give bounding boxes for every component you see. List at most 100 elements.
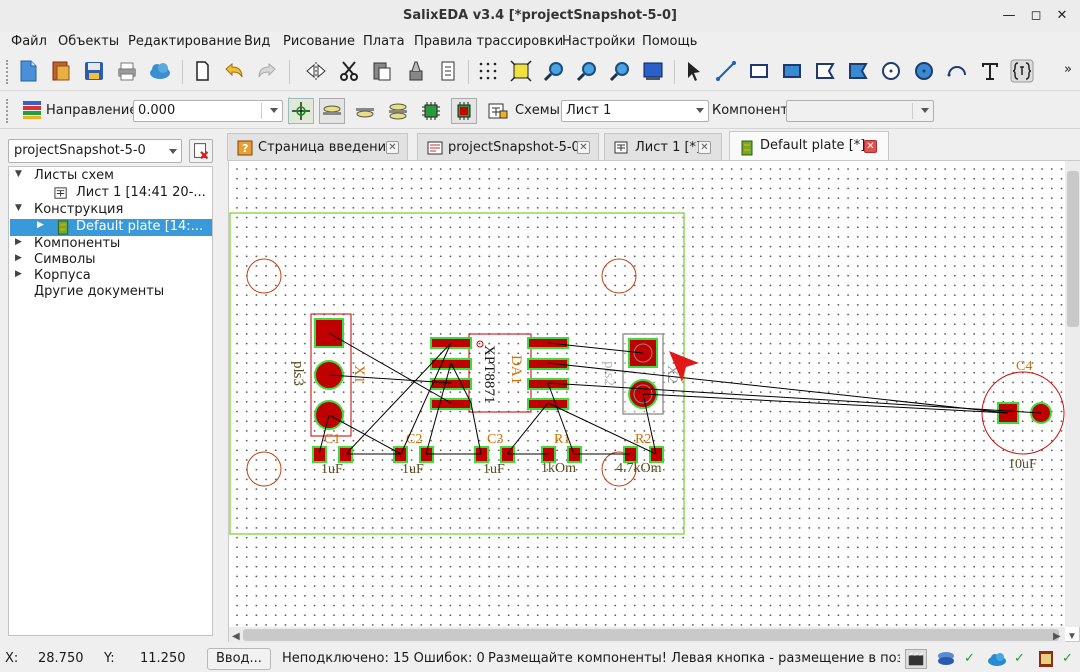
component-combobox[interactable] bbox=[786, 100, 934, 122]
video-icon[interactable] bbox=[905, 649, 927, 669]
tree-item-default-plate[interactable]: ▶ Default plate [14:... bbox=[10, 219, 212, 236]
toolbar-overflow-icon[interactable]: » bbox=[1064, 62, 1072, 77]
tree-item-symbols[interactable]: ▶ Символы bbox=[10, 252, 212, 269]
grid-icon[interactable] bbox=[476, 59, 500, 83]
tree-item-sheet-1[interactable]: Лист 1 [14:41 20-... bbox=[10, 185, 212, 202]
component-c3[interactable]: C3 1uF bbox=[474, 432, 515, 477]
text-file-icon[interactable] bbox=[436, 59, 460, 83]
tree-item-construction[interactable]: ▼ Конструкция bbox=[10, 202, 212, 219]
tree-item-other-documents[interactable]: Другие документы bbox=[10, 284, 212, 301]
tab-project[interactable]: projectSnapshot-5-0 ✕ bbox=[417, 133, 599, 161]
component-r1[interactable]: R1 1kOm bbox=[541, 432, 582, 476]
input-button[interactable]: Ввод... bbox=[207, 648, 271, 670]
both-sides-icon[interactable] bbox=[386, 99, 410, 123]
layers-view-icon[interactable] bbox=[934, 649, 958, 669]
cross-cursor-icon[interactable] bbox=[288, 98, 314, 124]
cloud-icon[interactable] bbox=[148, 59, 172, 83]
tree-item-components[interactable]: ▶ Компоненты bbox=[10, 236, 212, 253]
schematic-link-icon[interactable] bbox=[486, 99, 510, 123]
tree-expand-icon[interactable]: ▼ bbox=[15, 203, 22, 213]
tree-expand-icon[interactable]: ▶ bbox=[37, 220, 44, 230]
layers-icon[interactable] bbox=[20, 98, 44, 122]
menu-settings[interactable]: Настройки bbox=[562, 34, 636, 49]
arc-tool-icon[interactable] bbox=[945, 59, 969, 83]
schemes-combobox[interactable]: Лист 1 bbox=[561, 100, 709, 122]
close-icon[interactable]: ✕ bbox=[698, 141, 711, 154]
panel-splitter[interactable] bbox=[223, 140, 226, 640]
menu-draw[interactable]: Рисование bbox=[283, 34, 355, 49]
close-project-icon[interactable] bbox=[189, 139, 213, 163]
toolbar-grip[interactable] bbox=[6, 60, 10, 84]
close-icon[interactable]: ✕ bbox=[386, 141, 399, 154]
horizontal-scrollbar-thumb[interactable] bbox=[243, 629, 1059, 641]
text-tool-icon[interactable] bbox=[978, 59, 1002, 83]
tree-expand-icon[interactable]: ▶ bbox=[15, 269, 22, 279]
mirror-icon[interactable] bbox=[304, 59, 328, 83]
menu-routing-rules[interactable]: Правила трассировки bbox=[414, 34, 564, 49]
tree-item-packages[interactable]: ▶ Корпуса bbox=[10, 268, 212, 285]
scroll-down-icon[interactable]: ▼ bbox=[1067, 631, 1077, 642]
zoom-fit-icon[interactable] bbox=[509, 59, 533, 83]
menu-help[interactable]: Помощь bbox=[642, 34, 698, 49]
circle-tool-icon[interactable] bbox=[879, 59, 903, 83]
menu-file[interactable]: Файл bbox=[11, 34, 47, 49]
chevron-down-icon[interactable] bbox=[169, 149, 177, 154]
filled-circle-tool-icon[interactable] bbox=[912, 59, 936, 83]
zoom-out-icon[interactable] bbox=[575, 59, 599, 83]
zoom-in-icon[interactable] bbox=[542, 59, 566, 83]
board-editor-canvas[interactable]: X1 pls3 XPT8871 DA1 X bbox=[228, 160, 1080, 643]
paste-icon[interactable] bbox=[370, 59, 394, 83]
redo-icon[interactable] bbox=[255, 59, 279, 83]
chevron-down-icon[interactable] bbox=[921, 108, 929, 113]
save-icon[interactable] bbox=[82, 59, 106, 83]
tree-expand-icon[interactable]: ▼ bbox=[15, 169, 22, 179]
tree-expand-icon[interactable]: ▶ bbox=[15, 237, 22, 247]
menu-objects[interactable]: Объекты bbox=[58, 34, 120, 49]
top-side-icon[interactable] bbox=[319, 98, 345, 124]
chip-filled-icon[interactable] bbox=[451, 98, 477, 124]
zoom-window-icon[interactable] bbox=[608, 59, 632, 83]
scroll-right-icon[interactable]: ▶ bbox=[1053, 631, 1061, 642]
polygon-tool-icon[interactable] bbox=[813, 59, 837, 83]
filled-polygon-tool-icon[interactable] bbox=[846, 59, 870, 83]
undo-icon[interactable] bbox=[222, 59, 246, 83]
project-combobox[interactable]: projectSnapshot-5-0 bbox=[8, 139, 182, 163]
page-icon[interactable] bbox=[190, 59, 214, 83]
tree-item-schematic-sheets[interactable]: ▼ Листы схем bbox=[10, 168, 212, 185]
field-tool-icon[interactable] bbox=[1010, 59, 1034, 83]
chip-outline-icon[interactable] bbox=[419, 99, 443, 123]
filled-rect-tool-icon[interactable] bbox=[780, 59, 804, 83]
notes-icon[interactable] bbox=[1036, 649, 1056, 669]
board-view-icon[interactable] bbox=[641, 59, 665, 83]
open-file-icon[interactable] bbox=[49, 59, 73, 83]
tab-intro-page[interactable]: ? Страница введения ✕ bbox=[227, 133, 408, 161]
bottom-side-icon[interactable] bbox=[353, 99, 377, 123]
minimize-icon[interactable]: — bbox=[1002, 8, 1016, 23]
chevron-down-icon[interactable] bbox=[696, 108, 704, 113]
close-icon[interactable]: ✕ bbox=[577, 141, 590, 154]
menu-board[interactable]: Плата bbox=[363, 34, 405, 49]
direction-combobox[interactable]: 0.000 bbox=[133, 100, 283, 122]
toolbar-grip[interactable] bbox=[6, 99, 10, 123]
chevron-down-icon[interactable] bbox=[270, 108, 278, 113]
brush-icon[interactable] bbox=[404, 59, 428, 83]
menu-edit[interactable]: Редактирование bbox=[128, 34, 242, 49]
tree-expand-icon[interactable]: ▶ bbox=[15, 253, 22, 263]
pcb-drawing[interactable]: X1 pls3 XPT8871 DA1 X bbox=[229, 161, 1080, 643]
tab-default-plate[interactable]: Default plate [*] ✕ bbox=[729, 131, 889, 161]
close-icon[interactable]: ✕ bbox=[864, 140, 877, 153]
maximize-icon[interactable]: ◻ bbox=[1030, 8, 1042, 23]
line-tool-icon[interactable] bbox=[714, 59, 738, 83]
scroll-left-icon[interactable]: ◀ bbox=[232, 631, 240, 642]
close-icon[interactable]: ✕ bbox=[1056, 8, 1068, 23]
select-pointer-icon[interactable] bbox=[682, 59, 706, 83]
component-r2[interactable]: R2 4.7kOm bbox=[616, 432, 664, 476]
cloud-sync-icon[interactable] bbox=[986, 649, 1008, 669]
new-file-icon[interactable] bbox=[16, 59, 40, 83]
cut-icon[interactable] bbox=[337, 59, 361, 83]
rectangle-tool-icon[interactable] bbox=[747, 59, 771, 83]
print-icon[interactable] bbox=[115, 59, 139, 83]
menu-view[interactable]: Вид bbox=[244, 34, 271, 49]
vertical-scrollbar-thumb[interactable] bbox=[1067, 171, 1079, 327]
tab-sheet-1[interactable]: Лист 1 [*] ✕ bbox=[604, 133, 722, 161]
